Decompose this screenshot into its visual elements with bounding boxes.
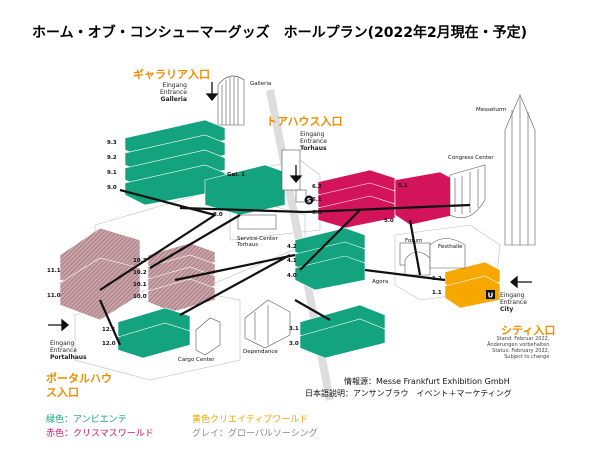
stand-note-line4: Subject to change: [504, 354, 550, 360]
hall-label-11-0: 11.0: [47, 293, 61, 299]
entrance-city-en-line2: Entrance: [500, 299, 527, 306]
hall-label-6-0: 6.0: [312, 210, 322, 216]
messeturm-building: [504, 94, 536, 246]
hall-label-1-2: 1.2: [432, 276, 442, 282]
entrance-portalhaus-en-line3: Portalhaus: [50, 354, 87, 361]
hall-3-0: [299, 318, 386, 359]
label-service-center-line1: Service-Center: [237, 236, 278, 242]
u-bahn-icon: U: [486, 290, 495, 300]
source-credit-jp: 日本語説明：アンサンブラウ イベント＋マーケティング: [305, 389, 512, 398]
hall-label-10-0: 10.0: [133, 294, 147, 300]
hall-label-1-1: 1.1: [432, 290, 442, 296]
entrance-torhaus-jp: トアハウス入口: [266, 115, 343, 128]
entrance-torhaus-en-line2: Entrance: [300, 138, 327, 145]
hall-8: [204, 164, 286, 216]
hall-label-9-2: 9.2: [107, 155, 117, 161]
legend-red: 赤色：クリスマスワールド: [46, 429, 154, 439]
label-congress-center: Congress Center: [448, 155, 494, 161]
galleria-building: [217, 75, 245, 126]
entrance-torhaus-en-line3: Torhaus: [300, 145, 327, 152]
entrance-portalhaus-en: Eingang Entrance Portalhaus: [50, 340, 87, 361]
hall-label-11-1: 11.1: [47, 268, 61, 274]
hall-label-9-0: 9.0: [107, 185, 117, 191]
source-credit: 情報源：Messe Frankfurt Exhibition GmbH: [344, 377, 510, 386]
s-bahn-icon: S: [304, 195, 314, 205]
hall-10-stack: [147, 242, 216, 313]
hall-label-10-3: 10.3: [133, 258, 147, 264]
label-cargo-center: Cargo Center: [178, 357, 215, 363]
entrance-city-en-line3: City: [500, 306, 514, 313]
entrance-galleria-jp: ギャラリア入口: [133, 68, 210, 81]
stand-note-line3: Status: February 2022,: [492, 348, 550, 354]
entrance-portalhaus-jp: ポータルハウス入口: [46, 372, 112, 399]
cargo-center-building: [195, 317, 221, 356]
label-agora: Agora: [372, 279, 389, 285]
hall-5: [394, 171, 456, 226]
entrance-galleria-en-line2: Entrance: [160, 89, 187, 96]
entrance-city-en-line1: Eingang: [500, 292, 525, 299]
entrance-city-jp: シティ入口: [501, 324, 556, 337]
label-festhalle: Festhalle: [438, 244, 463, 250]
legend-yellow: 黄色クリエイティブワールド: [192, 415, 309, 425]
entrance-galleria-en-line1: Eingang: [162, 82, 187, 89]
entrance-torhaus-en-line1: Eingang: [300, 131, 325, 138]
dependance-building: [244, 299, 291, 349]
hall-4-stack: [294, 227, 366, 291]
entrance-galleria-en: Eingang Entrance Galleria: [160, 82, 187, 103]
entrance-portalhaus-en-line2: Entrance: [50, 347, 77, 354]
label-dependance: Dependance: [243, 349, 278, 355]
congress-center-building: [449, 164, 486, 219]
legend-green: 緑色：アンビエンテ: [46, 415, 127, 425]
hall-label-6-2: 6.2: [312, 184, 322, 190]
svg-text:U: U: [488, 292, 494, 300]
page-title: ホーム・オブ・コンシューマーグッズ ホールプラン(2022年2月現在・予定): [32, 25, 528, 41]
hall-label-10-1: 10.1: [133, 282, 147, 288]
hall-label-3-1: 3.1: [289, 326, 299, 332]
hall-label-9-3: 9.3: [107, 140, 117, 146]
hall-12-0: [117, 322, 191, 359]
hall-label-8-0: 8.0: [213, 212, 223, 218]
hall-1-stack: [444, 261, 501, 309]
legend-gray: グレイ：グローバルソーシング: [192, 429, 318, 439]
stand-note: Stand: Februar 2022, Änderungen vorbehal…: [487, 336, 549, 360]
hall-label-12-0: 12.0: [102, 341, 116, 347]
hall-label-5-1: 5.1: [398, 183, 408, 189]
hall-11-stack: [59, 227, 141, 321]
hall-3-stack: [299, 304, 386, 359]
hall-4-0: [294, 255, 366, 291]
hall-label-4-1: 4.1: [287, 258, 297, 264]
hall-label-12-1: 12.1: [102, 327, 116, 333]
hall-label-5-0: 5.0: [384, 218, 394, 224]
label-service-center-line2: Torhaus: [237, 242, 259, 248]
hall-label-10-2: 10.2: [133, 270, 147, 276]
hall-10-0: [147, 278, 216, 313]
label-messeturm: Messeturm: [476, 107, 507, 113]
walkways: [98, 188, 471, 346]
hall-label-3-0: 3.0: [289, 341, 299, 347]
hall-label-gal1: Gal. 1: [227, 172, 245, 178]
entrance-galleria-en-line3: Galleria: [160, 96, 187, 103]
hall-1-1: [444, 275, 501, 309]
label-galleria: Galleria: [250, 81, 272, 87]
hall-label-4-0: 4.0: [287, 273, 297, 279]
entrance-portalhaus-en-line1: Eingang: [50, 340, 75, 347]
label-service-center: Service-Center Torhaus: [237, 236, 278, 248]
hall-label-4-2: 4.2: [287, 244, 297, 250]
hall-9-stack: [124, 119, 226, 206]
entrance-city-en: Eingang Entrance City: [500, 292, 527, 313]
label-forum: Forum: [405, 238, 423, 244]
hall-12-stack: [117, 307, 191, 359]
stand-note-line1: Stand: Februar 2022,: [496, 336, 550, 342]
stand-note-line2: Änderungen vorbehalten: [487, 342, 550, 348]
entrance-torhaus-en: Eingang Entrance Torhaus: [300, 131, 327, 152]
hall-label-6-1: 6.1: [312, 197, 322, 203]
entrance-arrows: [48, 82, 532, 332]
svg-text:S: S: [307, 198, 311, 205]
hall-label-9-1: 9.1: [107, 170, 117, 176]
